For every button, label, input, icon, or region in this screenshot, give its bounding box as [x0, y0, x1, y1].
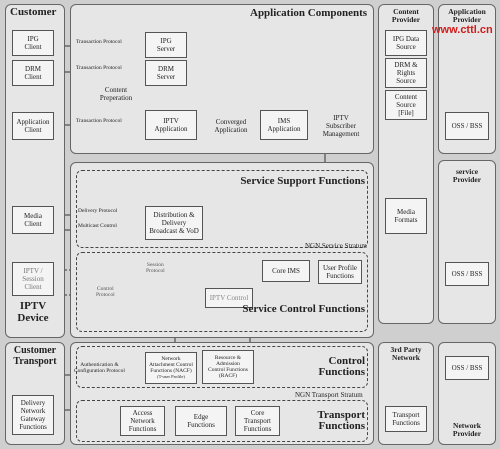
user-profile-functions: User Profile Functions [318, 260, 362, 284]
transaction-protocol-label-3: Transaction Protocol [76, 118, 122, 124]
service-control-title: Service Control Functions [242, 303, 365, 315]
iptv-application: IPTV Application [145, 110, 197, 140]
service-support-title: Service Support Functions [240, 175, 365, 187]
service-stratum-panel [70, 162, 374, 338]
application-provider-title: Application Provider [448, 7, 486, 24]
content-source: Content Source [File] [385, 90, 427, 120]
media-formats: Media Formats [385, 198, 427, 234]
iptv-control: IPTV Control [205, 288, 253, 308]
nacf-box: Network Attachment Control Functions (NA… [145, 352, 197, 384]
application-components-panel [70, 4, 374, 154]
transaction-protocol-label-2: Transaction Protocol [76, 65, 122, 71]
control-functions-region [76, 346, 368, 388]
ngn-service-stratum: NGN Service Stratum [305, 242, 367, 250]
third-party-transport: Transport Functions [385, 406, 427, 432]
core-transport-functions: Core Transport Functions [235, 406, 280, 436]
media-client: Media Client [12, 206, 54, 234]
ngn-transport-stratum: NGN Transport Stratum [295, 391, 363, 399]
ipg-server: IPG Server [145, 32, 187, 58]
customer-transport-title: Customer Transport [13, 345, 57, 367]
converged-application: Converged Application [214, 118, 248, 134]
iptv-subscriber-management: IPTV Subscriber Management [322, 114, 360, 138]
service-provider-title: service Provider [452, 167, 482, 184]
transport-functions-region [76, 400, 368, 442]
content-provider-panel [378, 4, 434, 324]
customer-title: Customer [10, 6, 57, 18]
service-control-region [76, 252, 368, 332]
transaction-protocol-label-1: Transaction Protocol [76, 39, 122, 45]
session-client: IPTV / Session Client [12, 262, 54, 296]
control-functions-title: Control Functions [318, 355, 365, 378]
ipg-data-source: IPG Data Source [385, 30, 427, 56]
network-provider-title: Network Provider [452, 421, 482, 438]
drm-rights-source: DRM & Rights Source [385, 58, 427, 88]
drm-server: DRM Server [145, 60, 187, 86]
service-oss-bss: OSS / BSS [445, 262, 489, 286]
multicast-control-label: Multicast Control [78, 223, 117, 229]
access-network-functions: Access Network Functions [120, 406, 165, 436]
racf-box: Resource & Admission Control Functions (… [202, 350, 254, 384]
application-client: Application Client [12, 112, 54, 140]
ipg-client: IPG Client [12, 30, 54, 56]
content-preparation: Content Preperation [99, 86, 133, 102]
third-party-title: 3rd Party Network [390, 345, 422, 362]
network-oss-bss: OSS / BSS [445, 356, 489, 380]
transport-functions-title: Transport Functions [317, 409, 365, 432]
app-oss-bss: OSS / BSS [445, 112, 489, 140]
app-components-title: Application Components [250, 7, 368, 19]
auth-config-protocol-label: Authentication & Configuration Protocol [74, 362, 125, 374]
service-support-region [76, 170, 368, 248]
control-protocol-label: Control Protocol [96, 286, 115, 298]
gateway-functions: Delivery Network Gateway Functions [12, 395, 54, 435]
service-provider-panel [438, 160, 496, 324]
session-protocol-label: Session Protocol [146, 262, 165, 274]
edge-functions: Edge Functions [175, 406, 227, 436]
content-provider-title: Content Provider [391, 7, 421, 24]
iptv-device-label: IPTV Device [17, 300, 49, 324]
drm-client: DRM Client [12, 60, 54, 86]
distribution-delivery: Distribution & Delivery Broadcast & VoD [145, 206, 203, 240]
core-ims: Core IMS [262, 260, 310, 282]
delivery-protocol-label: Delivery Protocol [78, 208, 118, 214]
watermark: www.cttl.cn [432, 24, 493, 36]
ims-application: IMS Application [260, 110, 308, 140]
